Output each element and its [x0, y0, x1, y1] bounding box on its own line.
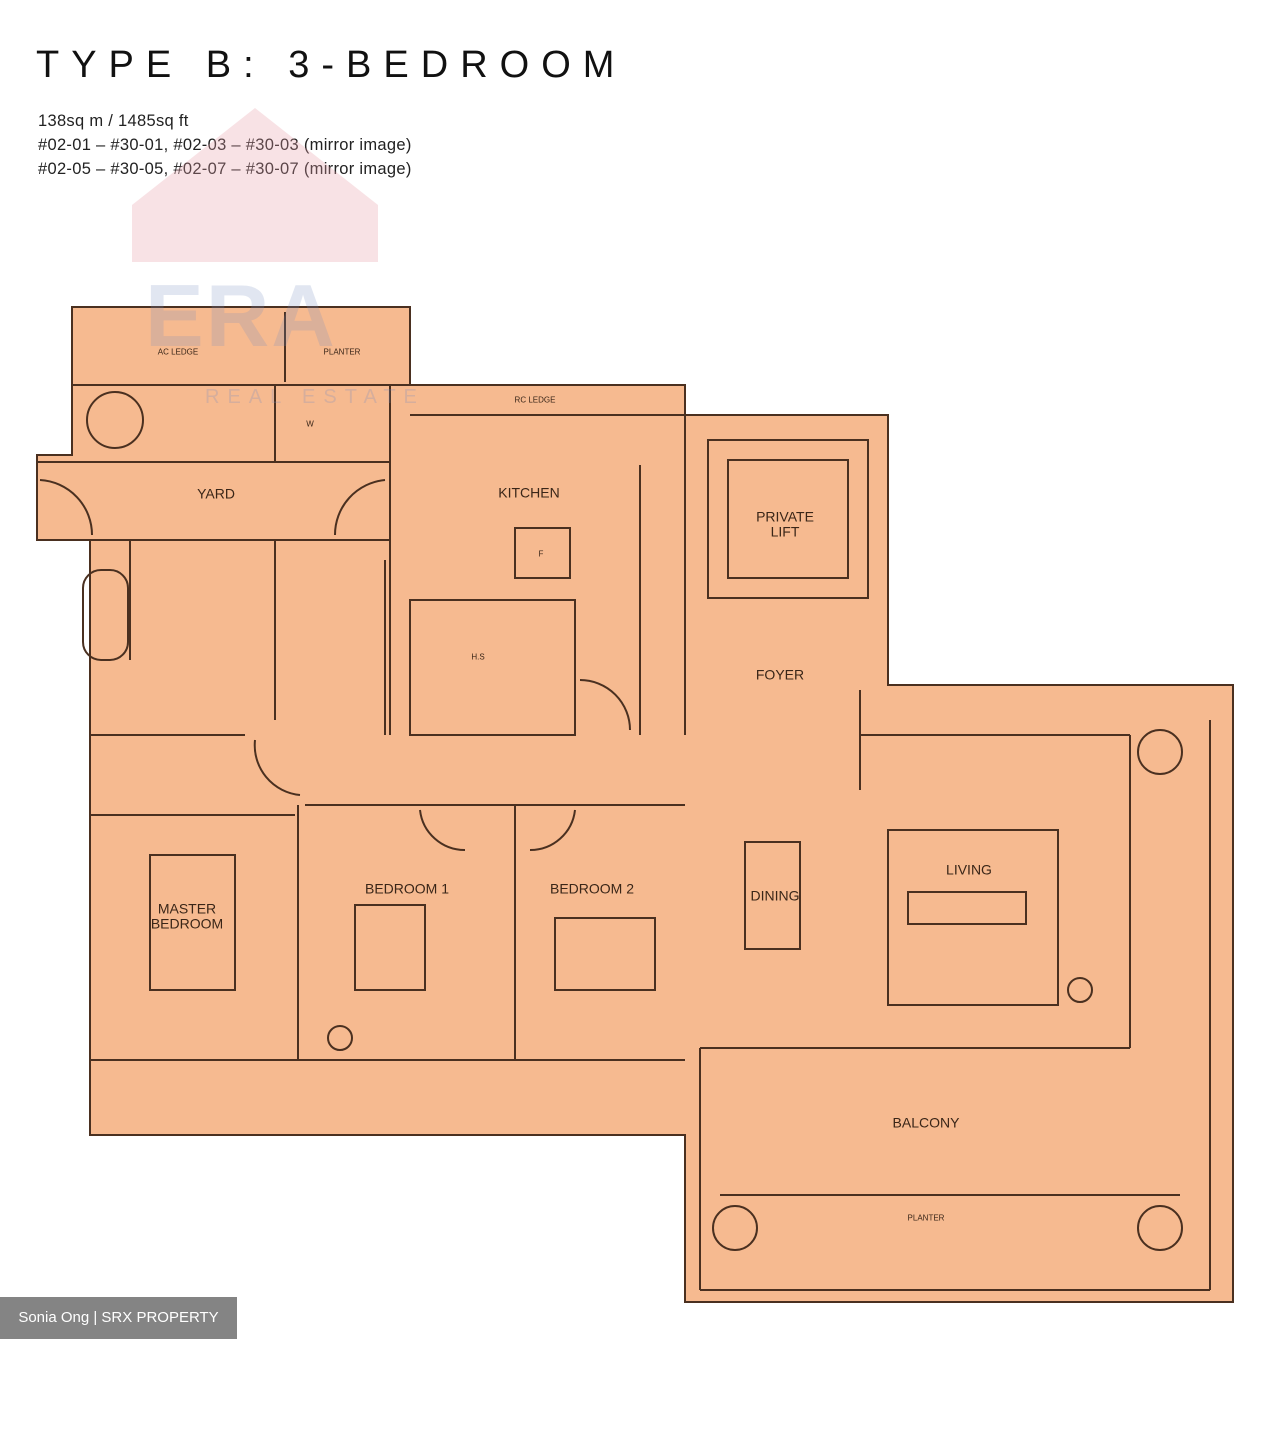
unit-numbers-2: #02-05 – #30-05, #02-07 – #30-07 (mirror…: [38, 160, 412, 178]
label-planter-top: PLANTER: [323, 347, 361, 357]
unit-area: 138sq m / 1485sq ft: [38, 112, 189, 130]
label-foyer: FOYER: [755, 666, 805, 683]
label-private-lift: PRIVATE LIFT: [756, 508, 814, 540]
label-ac-ledge: AC LEDGE: [157, 347, 199, 357]
credit-badge: Sonia Ong | SRX PROPERTY: [0, 1297, 237, 1339]
page-title: TYPE B: 3-BEDROOM: [36, 44, 627, 86]
label-living: LIVING: [946, 861, 992, 878]
watermark-logo: ERA: [145, 266, 337, 365]
label-master-bedroom: MASTER BEDROOM: [150, 900, 224, 932]
label-bedroom-2: BEDROOM 2: [549, 880, 635, 897]
watermark-subtext: REAL ESTATE: [205, 386, 425, 408]
label-household-shelter: H.S: [471, 652, 485, 662]
unit-numbers-1: #02-01 – #30-01, #02-03 – #30-03 (mirror…: [38, 136, 412, 154]
label-planter-bottom: PLANTER: [907, 1213, 945, 1223]
label-balcony: BALCONY: [892, 1114, 960, 1131]
label-fridge: F: [538, 549, 544, 559]
watermark-roof: [132, 108, 378, 262]
label-rc-ledge: RC LEDGE: [514, 395, 556, 405]
label-kitchen: KITCHEN: [498, 484, 560, 501]
label-yard: YARD: [197, 485, 235, 502]
label-bedroom-1: BEDROOM 1: [364, 880, 450, 897]
label-dining: DINING: [750, 887, 800, 904]
label-w: W: [306, 419, 314, 429]
